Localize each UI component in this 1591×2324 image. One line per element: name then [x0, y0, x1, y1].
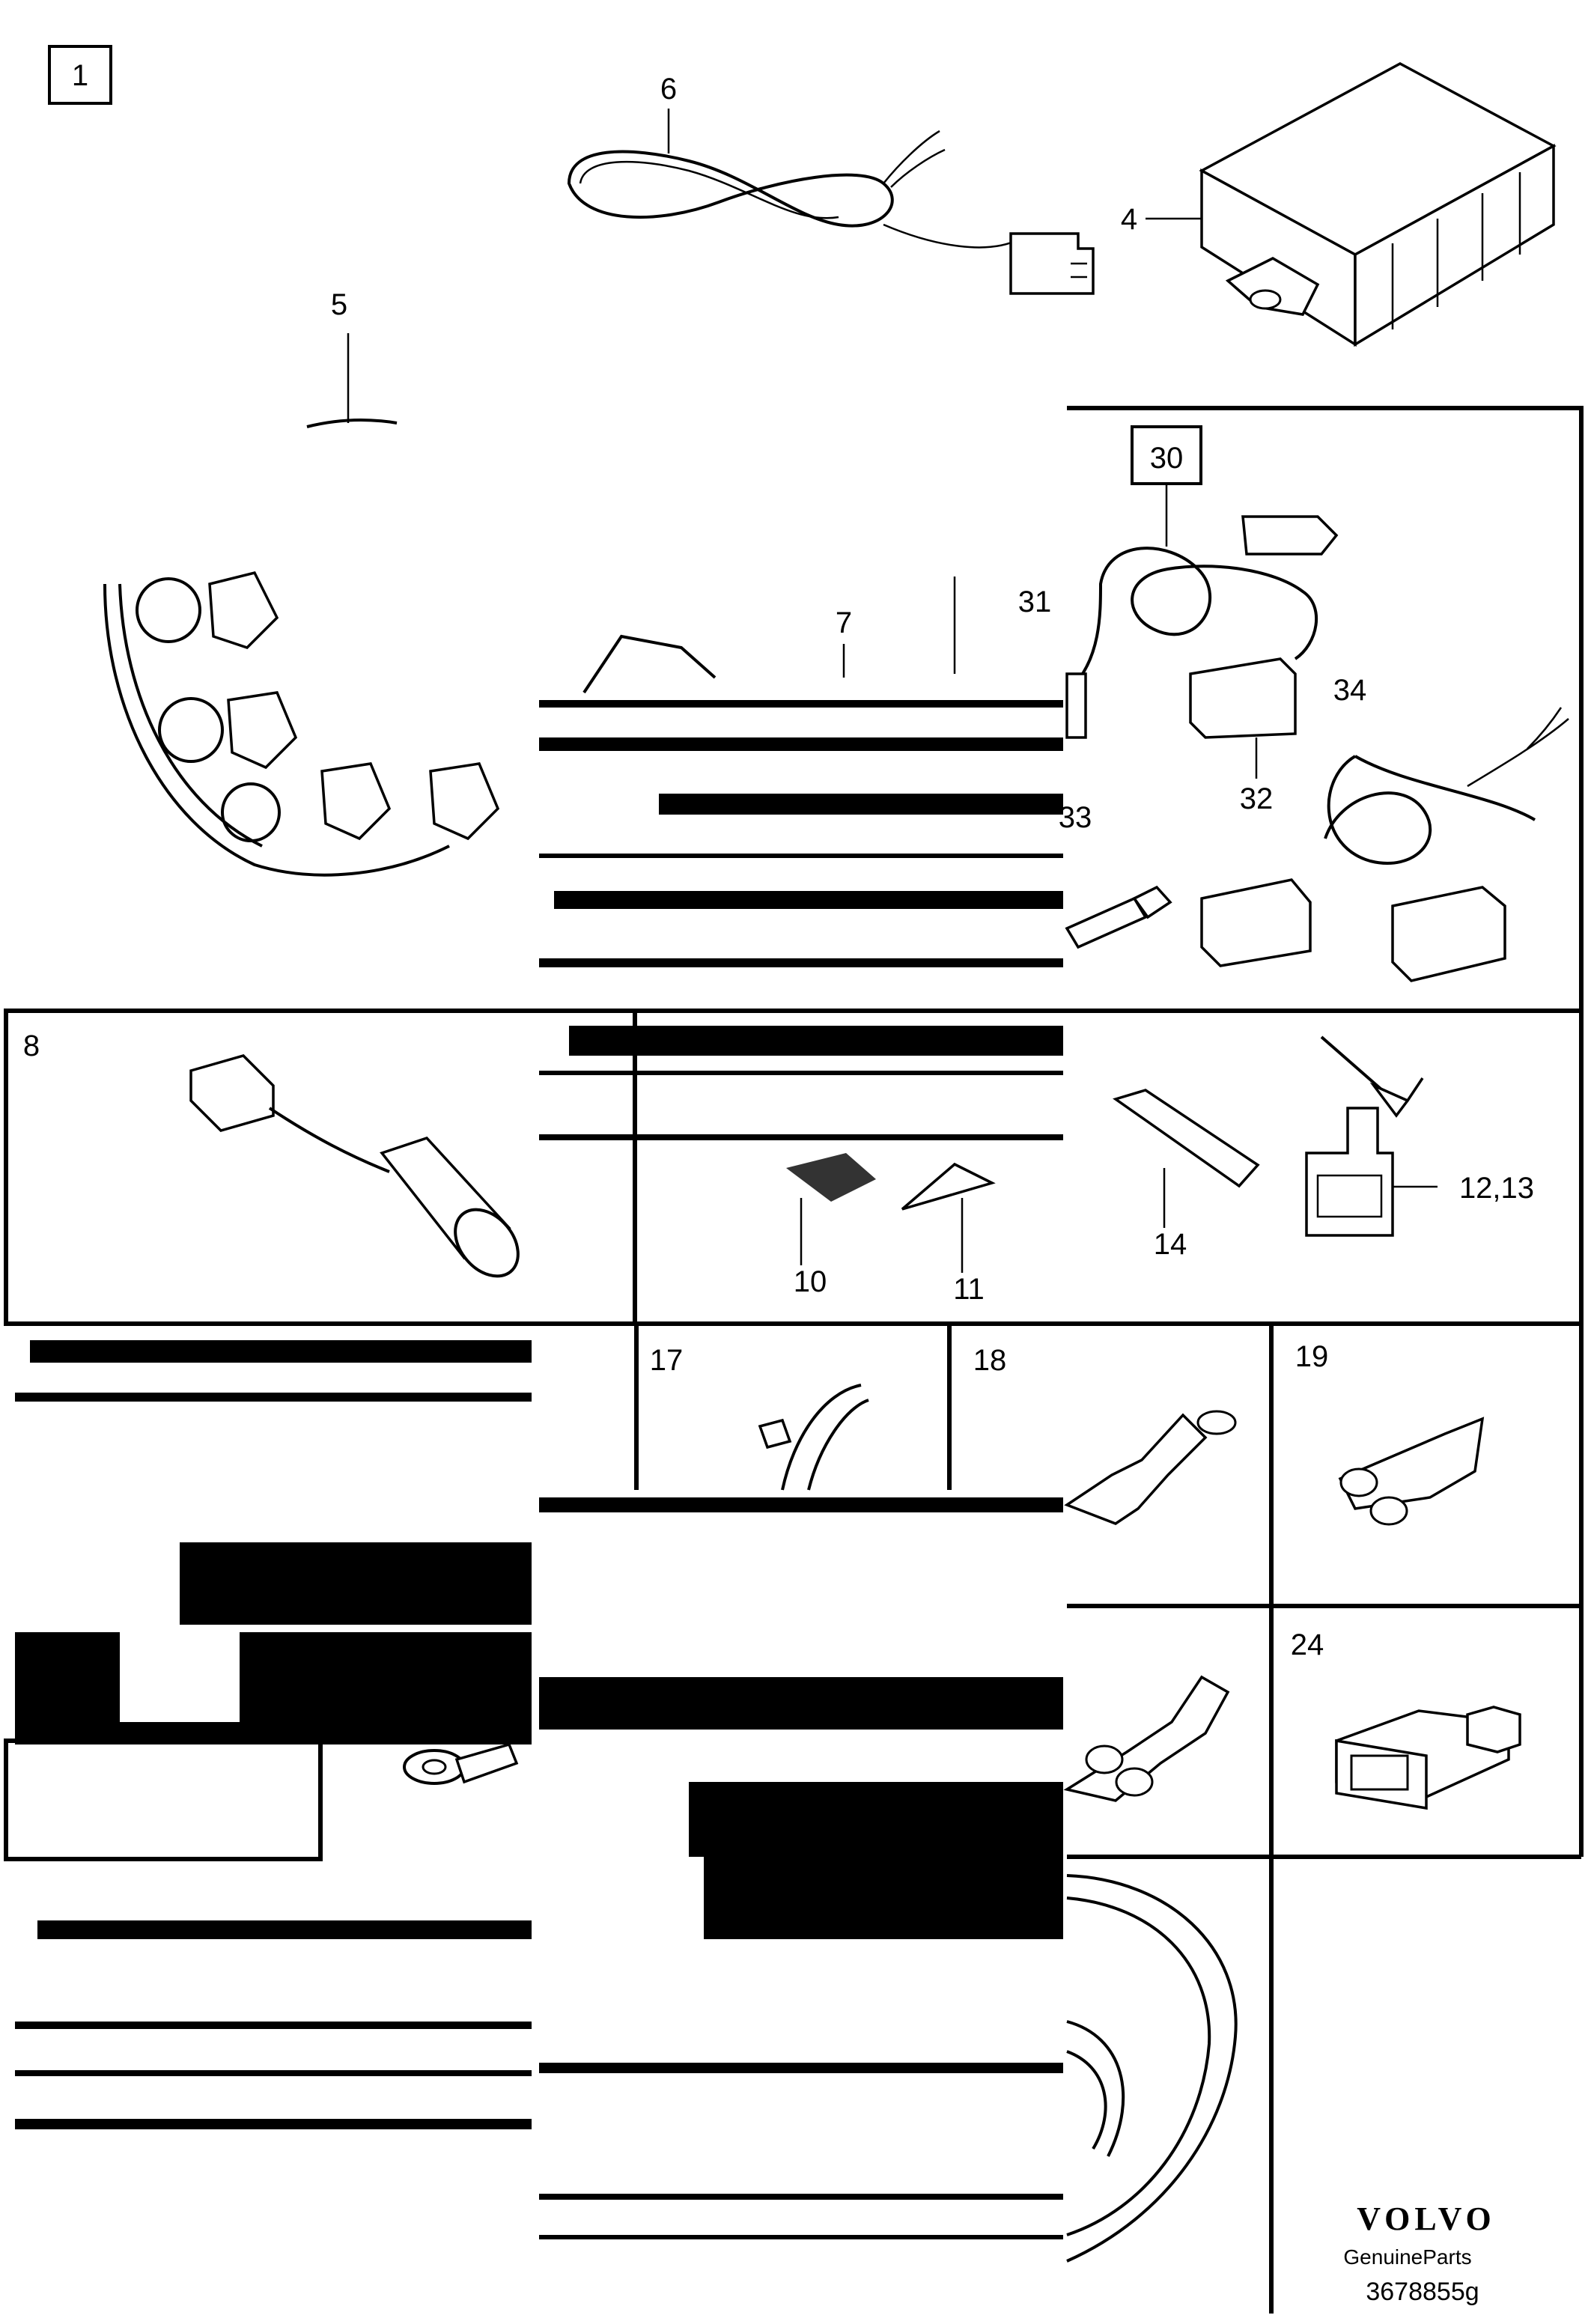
part-34-harness	[1200, 707, 1569, 982]
callout-32: 32	[1240, 782, 1274, 815]
callout-14: 14	[1154, 1228, 1187, 1261]
label-30: 30	[1150, 442, 1184, 475]
kit-label: 1	[72, 59, 88, 92]
image-code: 3678855g	[1366, 2278, 1479, 2306]
part-4-control-module	[1199, 62, 1557, 347]
callout-17: 17	[650, 1344, 684, 1377]
callout-18: 18	[973, 1344, 1007, 1377]
part-24-connector-housing	[1335, 1706, 1521, 1810]
label-30-box: 30	[1131, 425, 1202, 547]
callout-5: 5	[331, 288, 347, 321]
callout-34: 34	[1333, 674, 1367, 707]
callout-10: 10	[794, 1265, 827, 1298]
volvo-logo: VOLVO	[1357, 2200, 1496, 2237]
callout-31: 31	[1018, 585, 1052, 618]
callout-7: 7	[836, 606, 852, 639]
part-6-wire-harness	[567, 130, 1095, 295]
part-8-cable-plug	[189, 1054, 520, 1278]
part-18-terminal	[1064, 1410, 1237, 1525]
terminal-lower-left	[1063, 1675, 1230, 1802]
callout-labels: 6 4 5 7 31 32 33 34 8 10 11 14 12,13 17 …	[23, 73, 1534, 1661]
genuine-parts-text: GenuineParts	[1343, 2245, 1471, 2269]
part-14-strip	[1113, 1089, 1260, 1228]
callout-24: 24	[1291, 1628, 1324, 1661]
callout-4: 4	[1121, 203, 1137, 236]
ring-terminal	[403, 1742, 519, 1785]
part-10-11	[786, 1153, 996, 1273]
part-31-32-harness	[1065, 515, 1339, 739]
callout-19: 19	[1295, 1340, 1329, 1373]
part-33-pin	[1065, 885, 1172, 949]
callout-8: 8	[23, 1029, 40, 1062]
callout-12-13: 12,13	[1459, 1172, 1534, 1205]
kit-label-box: 1	[48, 45, 112, 105]
lower-harness-loop	[1066, 1874, 1238, 2263]
part-17-cable-tie	[758, 1384, 869, 1491]
brand-block: VOLVO GenuineParts 3678855g	[1343, 2200, 1496, 2306]
part-19-spade-terminal	[1338, 1417, 1485, 1526]
callout-33: 33	[1059, 801, 1092, 834]
noise-regions	[15, 1340, 1063, 2239]
part-7-assembly	[539, 577, 1063, 1140]
callout-6: 6	[660, 73, 677, 106]
part-5-harness	[103, 333, 500, 877]
part-12-13-bottle	[1305, 1035, 1438, 1237]
callout-11: 11	[953, 1273, 985, 1306]
